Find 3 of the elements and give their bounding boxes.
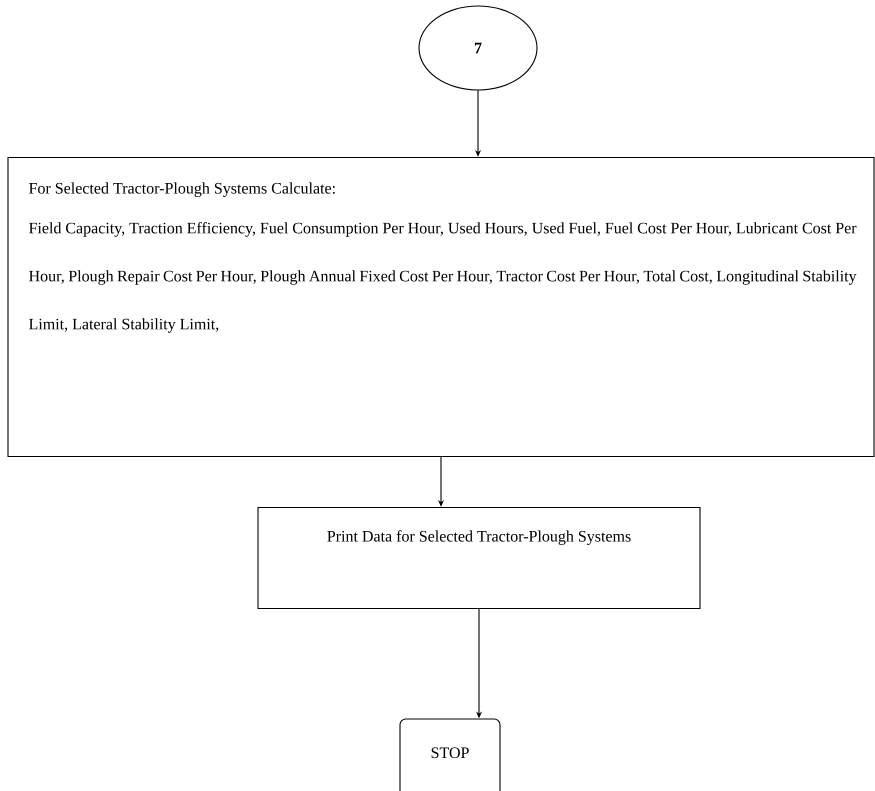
process-box: For Selected Tractor-Plough Systems Calculate: Field Capacity, Traction Efficiency, Fuel Consumption Per Hour, Used Hours, Used Fuel, Fuel Cost Per Hour, Lubricant Cost Per Hour, Plough Repair Cost Per Hour, Plough Annual Fixed Cost Per Hour, Tractor Cost Per Hour, Total Cost, Longitudinal Stability Limit, Lateral Stability Limit, (7, 156, 875, 458)
terminal-box: STOP (399, 718, 501, 791)
process-box: Print Data for Selected Tractor-Plough Systems (257, 506, 701, 610)
